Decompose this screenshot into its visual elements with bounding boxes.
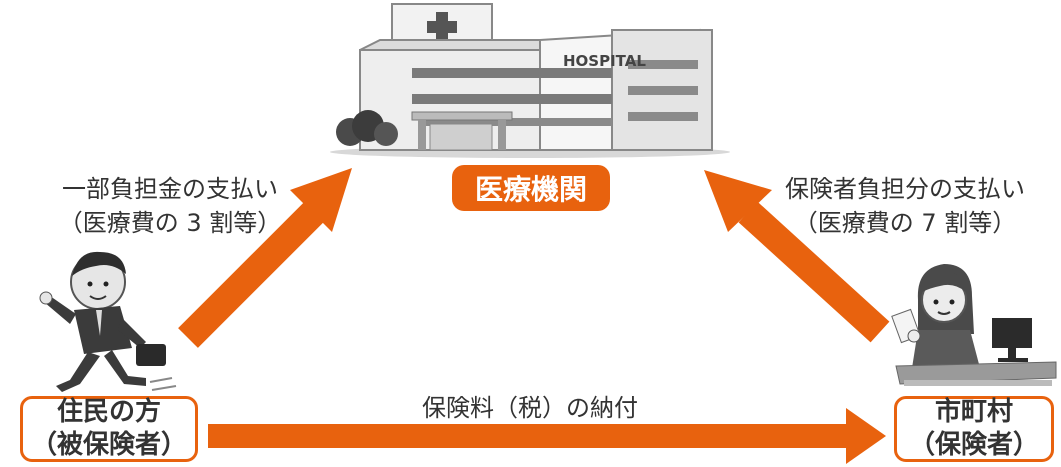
resident-payment-text: 一部負担金の支払い （医療費の 3 割等） [20, 172, 320, 240]
arrow-municipality-to-hospital [704, 170, 890, 343]
resident-payment-line2: （医療費の 3 割等） [58, 209, 282, 237]
resident-box-line1: 住民の方 [56, 397, 161, 427]
arrow-resident-to-hospital [178, 168, 352, 348]
insurer-payment-text: 保険者負担分の支払い （医療費の 7 割等） [755, 172, 1055, 240]
municipality-box: 市町村 （保険者） [894, 396, 1054, 462]
resident-box: 住民の方 （被保険者） [20, 396, 198, 462]
hospital-label: 医療機関 [452, 165, 610, 211]
hospital-sign: HOSPITAL [563, 52, 646, 70]
insurer-payment-line1: 保険者負担分の支払い [785, 175, 1025, 203]
resident-illustration [39, 251, 177, 392]
premium-payment-label: 保険料（税）の納付 [422, 394, 638, 422]
resident-box-line2: （被保険者） [30, 430, 187, 460]
municipality-box-line1: 市町村 [934, 397, 1013, 427]
resident-payment-line1: 一部負担金の支払い [62, 175, 278, 203]
municipality-staff-illustration [891, 264, 1057, 386]
municipality-box-line2: （保険者） [908, 430, 1039, 460]
insurer-payment-line2: （医療費の 7 割等） [793, 209, 1017, 237]
arrow-resident-to-municipality [208, 408, 886, 464]
hospital-label-text: 医療機関 [474, 173, 587, 206]
hospital-illustration: HOSPITAL [330, 3, 730, 158]
